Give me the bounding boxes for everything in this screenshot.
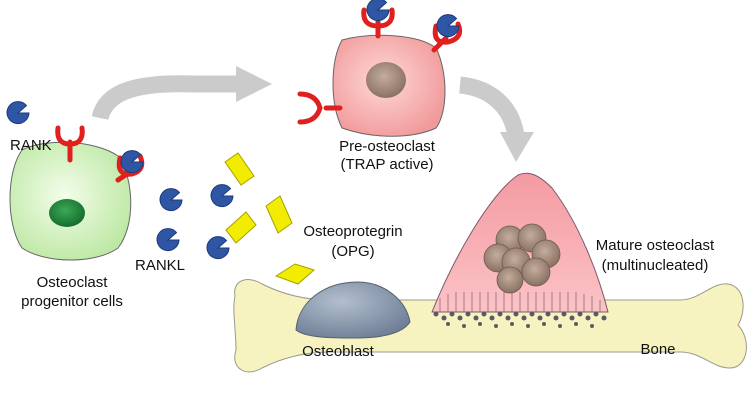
rankl-pacman-icon: [156, 228, 180, 252]
rank-label: RANK: [10, 137, 52, 154]
rankl-label: RANKL: [135, 257, 185, 274]
bone-label: Bone: [640, 341, 675, 358]
rankl-pacman-icon: [159, 188, 183, 212]
pre-osteoclast-cell: [297, 0, 463, 137]
mature-label-line2: (multinucleated): [602, 257, 709, 274]
differentiation-arrow-1: [91, 66, 272, 121]
rankl-pacman-icon: [206, 236, 230, 260]
rankl-pacman-icon: [366, 0, 390, 22]
mature-osteoclast-cell: [431, 172, 609, 328]
osteoblast-label: Osteoblast: [302, 343, 375, 360]
progenitor-nucleus: [49, 199, 85, 227]
rankl-pacman-icon: [6, 101, 30, 125]
progenitor-label-line1: Osteoclast: [37, 274, 109, 291]
differentiation-arrow-2: [458, 76, 534, 162]
osteoblast-cell: [295, 281, 411, 339]
resorption-vesicles: [433, 311, 607, 328]
progenitor-label-line2: progenitor cells: [21, 293, 123, 310]
ruffled-border: [439, 292, 601, 312]
mature-label-line1: Mature osteoclast: [596, 237, 715, 254]
preosteoclast-label-line1: Pre-osteoclast: [339, 138, 436, 155]
opg-label-line2: (OPG): [331, 243, 374, 260]
rank-receptor-icon: [431, 21, 463, 53]
rankl-pacman-icon: [436, 14, 460, 38]
rankl-pacman-icon: [120, 150, 144, 174]
rank-receptor-icon: [55, 125, 85, 163]
rank-receptor-icon: [297, 91, 343, 125]
opg-label-line1: Osteoprotegrin: [303, 223, 402, 240]
opg-molecules: [224, 152, 315, 285]
opg-decoy-icon: [265, 195, 293, 234]
opg-decoy-icon: [225, 211, 257, 244]
rankl-pacman-icon: [210, 184, 234, 208]
pre-osteoclast-nucleus: [366, 62, 406, 98]
mature-osteoclast-nuclei: [483, 223, 561, 294]
preosteoclast-label-line2: (TRAP active): [340, 156, 433, 173]
opg-decoy-icon: [274, 263, 315, 285]
opg-decoy-icon: [224, 152, 255, 186]
rank-receptor-icon: [361, 7, 395, 39]
osteoclast-progenitor-cell: [9, 125, 145, 261]
